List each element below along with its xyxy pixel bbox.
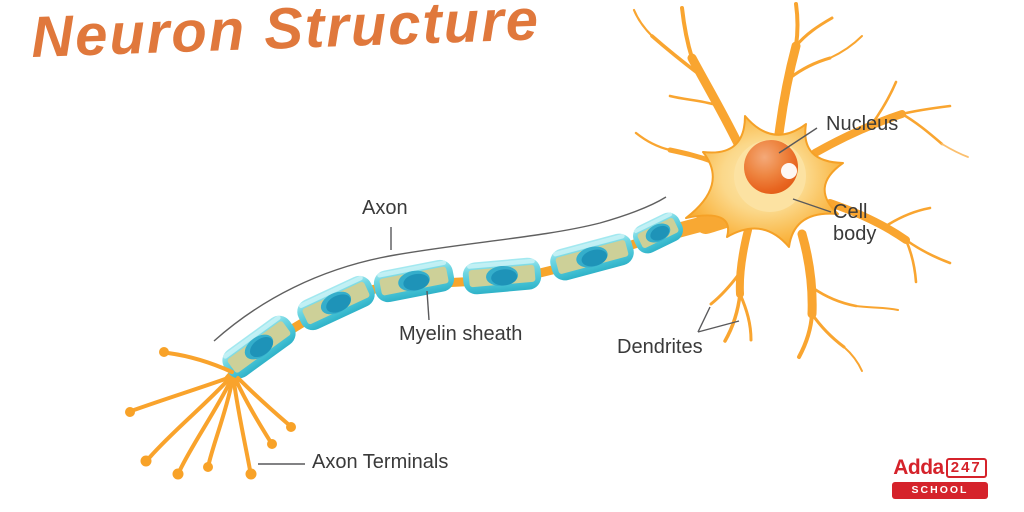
- logo-number-box: 247: [945, 458, 987, 478]
- myelin-sheath-group: [222, 212, 683, 379]
- myelin-segment: [462, 257, 542, 295]
- label-cell-body: Cell body: [833, 201, 877, 246]
- dendrites-group: [632, 2, 969, 372]
- logo-tagline-bar: SCHOOL: [892, 482, 988, 499]
- leader-lines: [258, 127, 832, 465]
- leader-nucleus: [778, 127, 818, 154]
- label-axon-terminals: Axon Terminals: [312, 451, 449, 473]
- myelin-segment: [297, 275, 375, 331]
- label-axon: Axon: [362, 197, 408, 219]
- leader-myelin: [426, 290, 430, 321]
- myelin-segment: [222, 315, 296, 379]
- nucleus: [744, 140, 798, 194]
- logo-brand-text: Adda: [893, 456, 944, 479]
- terminal-boutons: [125, 347, 296, 480]
- label-myelin-sheath: Myelin sheath: [399, 323, 523, 345]
- logo-wordmark: Adda 247: [893, 456, 987, 480]
- axon-terminals-group: [125, 347, 296, 480]
- myelin-segment: [633, 212, 683, 254]
- brand-logo: Adda 247 SCHOOL: [891, 456, 989, 499]
- label-dendrites: Dendrites: [617, 336, 703, 358]
- myelin-segment: [550, 233, 634, 281]
- axon-reference-curve: [213, 196, 667, 342]
- leader-dendrites-1: [697, 306, 711, 333]
- myelin-segment: [373, 259, 455, 303]
- leader-cell-body: [792, 198, 832, 213]
- leader-dendrites-2: [697, 320, 740, 333]
- label-nucleus: Nucleus: [826, 113, 899, 135]
- nucleolus-highlight: [781, 163, 797, 179]
